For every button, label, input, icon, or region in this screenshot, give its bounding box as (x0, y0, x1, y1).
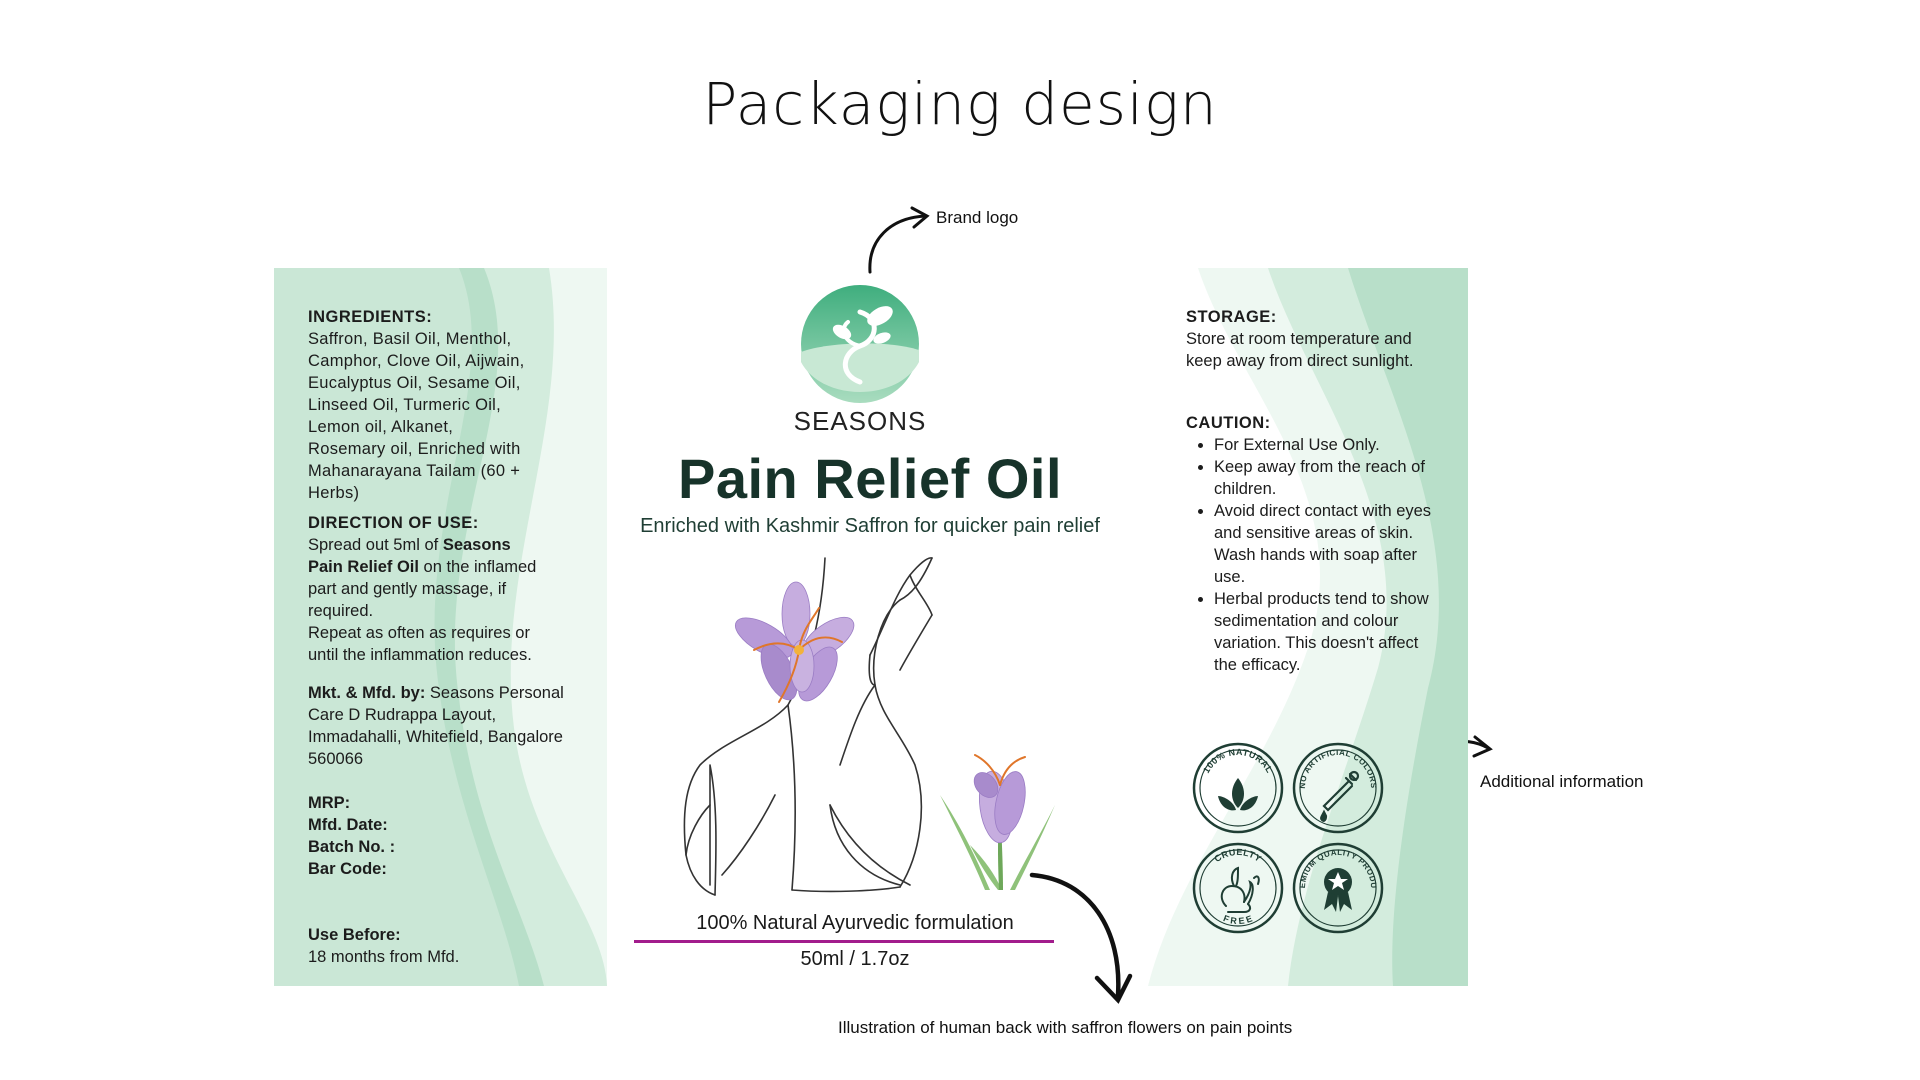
badge-free-text: FREE (1222, 913, 1254, 926)
annotation-illustration: Illustration of human back with saffron … (838, 1018, 1293, 1037)
ingredients-line: Rosemary oil, Enriched with (308, 440, 521, 458)
rabbit-icon (1220, 866, 1260, 913)
use-before: Use Before: 18 months from Mfd. (308, 924, 598, 968)
mfd-date-label: Mfd. Date: (308, 816, 388, 834)
batch-label: Batch No. : (308, 838, 396, 856)
ingredients-line: Eucalyptus Oil, Sesame Oil, (308, 374, 521, 392)
product-details: MRP: Mfd. Date: Batch No. : Bar Code: (308, 792, 598, 880)
caution-heading: CAUTION: (1186, 414, 1271, 432)
direction-line: Repeat as often as requires or (308, 624, 530, 642)
manufacturer-line: Seasons Personal (425, 684, 564, 702)
ingredients-line: Camphor, Clove Oil, Aijwain, (308, 352, 525, 370)
seasons-logo-icon (801, 285, 919, 403)
manufacturer-label: Mkt. & Mfd. by: (308, 684, 426, 702)
arrow-icon (868, 206, 930, 274)
caution-item: For External Use Only. (1214, 434, 1456, 456)
direction-line: required. (308, 602, 374, 620)
left-label-panel: INGREDIENTS: Saffron, Basil Oil, Menthol… (274, 268, 607, 986)
caution-item: Herbal products tend to showsedimentatio… (1214, 588, 1456, 676)
direction-suffix: on the inflamed (418, 558, 537, 576)
direction-heading: DIRECTION OF USE: (308, 514, 479, 532)
ingredients-line: Linseed Oil, Turmeric Oil, (308, 396, 502, 414)
manufacturer-info: Mkt. & Mfd. by: Seasons Personal Care D … (308, 682, 598, 770)
barcode-label: Bar Code: (308, 860, 387, 878)
panel-background (1148, 268, 1468, 986)
volume-text: 50ml / 1.7oz (800, 948, 910, 970)
formulation-text: 100% Natural Ayurvedic formulation (696, 912, 1014, 934)
use-before-label: Use Before: (308, 926, 401, 944)
ingredients-line: Lemon oil, Alkanet, (308, 418, 454, 436)
brand-name: SEASONS (793, 406, 927, 436)
arrow-icon (1029, 872, 1133, 1004)
direction-prefix: Spread out 5ml of (308, 536, 443, 554)
product-title: Pain Relief Oil (677, 447, 1063, 510)
saffron-flower-icon (940, 754, 1055, 890)
ingredients-list: Saffron, Basil Oil, Menthol, Camphor, Cl… (308, 328, 598, 504)
ingredients-line: Herbs) (308, 484, 360, 502)
badge-cruelty-text: CRUELTY (1213, 847, 1264, 864)
dropper-icon (1320, 770, 1360, 822)
storage-line: Store at room temperature and (1186, 330, 1412, 348)
ingredients-line: Saffron, Basil Oil, Menthol, (308, 330, 512, 348)
storage-heading: STORAGE: (1186, 308, 1277, 326)
manufacturer-line: Care D Rudrappa Layout, (308, 706, 497, 724)
direction-text: Spread out 5ml of Seasons Pain Relief Oi… (308, 534, 598, 666)
page-title: Packaging design (702, 70, 1218, 138)
direction-line: part and gently massage, if (308, 580, 507, 598)
ingredients-heading: INGREDIENTS: (308, 308, 433, 326)
direction-product: Pain Relief Oil (308, 558, 419, 576)
mrp-label: MRP: (308, 794, 351, 812)
quality-badges: 100% NATURAL NO ARTIFICIAL COLORS CRUELT… (1188, 738, 1384, 934)
divider-line (634, 940, 1054, 943)
manufacturer-line: Immadahalli, Whitefield, Bangalore (308, 728, 563, 746)
direction-line: until the inflammation reduces. (308, 646, 532, 664)
product-subtitle: Enriched with Kashmir Saffron for quicke… (640, 515, 1100, 537)
direction-brand: Seasons (442, 536, 511, 554)
leaf-icon (1218, 778, 1258, 811)
manufacturer-line: 560066 (308, 750, 364, 768)
annotation-brand-logo: Brand logo (936, 208, 1019, 227)
ingredients-line: Mahanarayana Tailam (60 + (308, 462, 521, 480)
caution-list: For External Use Only. Keep away from th… (1186, 434, 1456, 676)
right-label-panel: STORAGE: Store at room temperature and k… (1148, 268, 1468, 986)
annotation-additional-information: Additional information (1480, 772, 1644, 791)
storage-line: keep away from direct sunlight. (1186, 352, 1414, 370)
panel-background (274, 268, 607, 986)
award-icon (1324, 868, 1352, 912)
saffron-flower-icon (735, 581, 855, 703)
use-before-value: 18 months from Mfd. (308, 948, 460, 966)
